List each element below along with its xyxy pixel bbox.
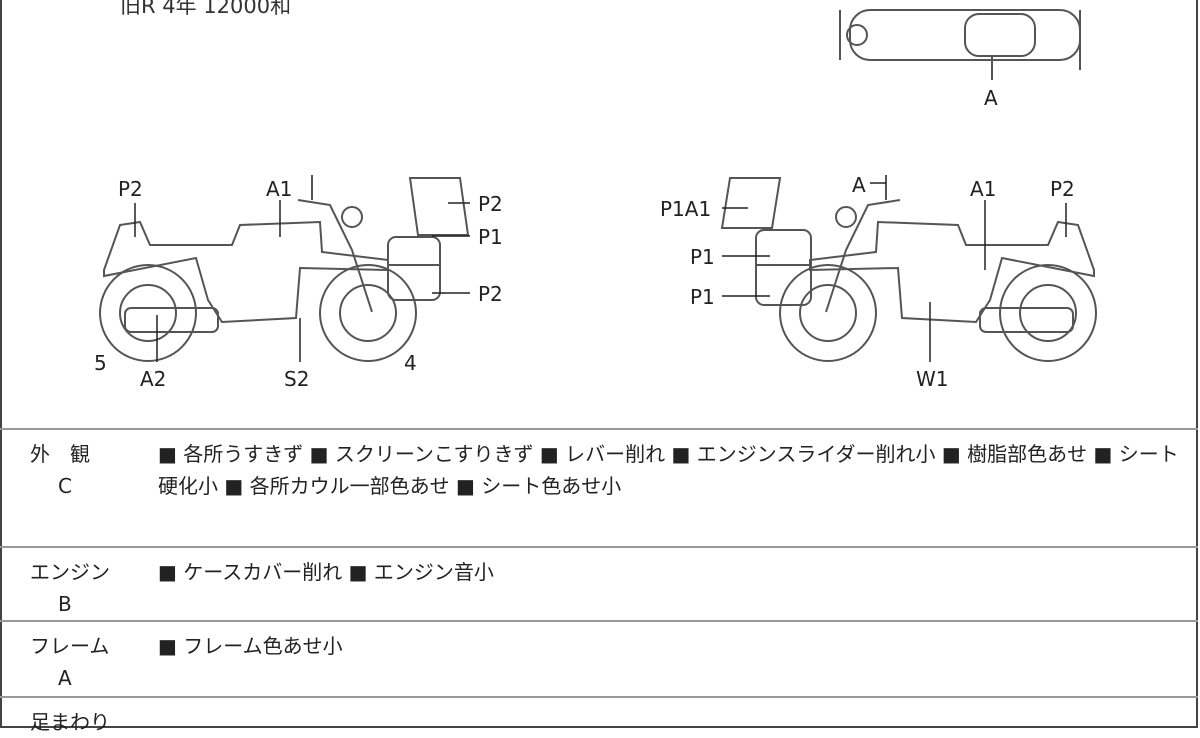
section-grade: B [58, 592, 72, 616]
label-p2: P2 [478, 282, 503, 306]
section-title: エンジン [30, 560, 110, 584]
section-title: 外 観 [30, 442, 90, 466]
label-a1: A1 [970, 177, 996, 201]
header-partial-text: 旧R 4年 12000和 [120, 0, 292, 18]
label-a2: A2 [140, 367, 166, 391]
defect-item: ■ スクリーンこすりきず [309, 442, 540, 466]
section-title: 足まわり [30, 710, 110, 734]
section-exterior: 外 観 C ■ 各所うすきず ■ スクリーンこすりきず ■ レバー削れ ■ エンジ… [0, 428, 1198, 548]
label-a1: A1 [266, 177, 292, 201]
label-p2: P2 [478, 192, 503, 216]
motorcycle-left-view: P2 A1 P2 P1 P2 5 A2 S2 4 [94, 175, 503, 391]
defect-item: ■ 各所カウル一部色あせ [224, 474, 456, 498]
label-p1: P1 [690, 285, 715, 309]
section-engine: エンジン B ■ ケースカバー削れ ■ エンジン音小 [0, 546, 1198, 622]
section-suspension: 足まわり [0, 696, 1198, 736]
label-4: 4 [404, 351, 417, 375]
label-p2: P2 [118, 177, 143, 201]
label-p1: P1 [690, 245, 715, 269]
motorcycle-right-view: A A1 P2 P1A1 P1 P1 W1 [660, 173, 1097, 391]
section-grade: C [58, 474, 72, 498]
section-title: フレーム [30, 634, 110, 658]
defect-item: ■ 樹脂部色あせ [941, 442, 1094, 466]
section-items: ■ 各所うすきず ■ スクリーンこすりきず ■ レバー削れ ■ エンジンスライダ… [158, 438, 1188, 502]
defect-item: ■ エンジンスライダー削れ小 [671, 442, 942, 466]
label-a-top: A [984, 86, 998, 110]
label-p2: P2 [1050, 177, 1075, 201]
defect-item: ■ フレーム色あせ小 [158, 634, 343, 658]
defect-item: ■ ケースカバー削れ [158, 560, 349, 584]
label-w1: W1 [916, 367, 949, 391]
label-s2: S2 [284, 367, 309, 391]
defect-item: ■ レバー削れ [539, 442, 672, 466]
defect-item: ■ エンジン音小 [348, 560, 494, 584]
motorcycle-top-view: A [839, 9, 1081, 110]
section-items: ■ フレーム色あせ小 [158, 630, 1188, 662]
defect-item: ■ 各所うすきず [158, 442, 310, 466]
defect-item: ■ シート硬化小 [158, 442, 1179, 498]
section-frame: フレーム A ■ フレーム色あせ小 [0, 620, 1198, 698]
label-p1a1: P1A1 [660, 197, 711, 221]
label-p1: P1 [478, 225, 503, 249]
section-items: ■ ケースカバー削れ ■ エンジン音小 [158, 556, 1188, 588]
defect-item: ■ シート色あせ小 [455, 474, 622, 498]
label-a: A [852, 173, 866, 197]
damage-diagram: A P2 A1 P2 P1 P2 5 A2 S2 4 [94, 9, 1097, 391]
section-grade: A [58, 666, 72, 690]
label-5: 5 [94, 351, 107, 375]
